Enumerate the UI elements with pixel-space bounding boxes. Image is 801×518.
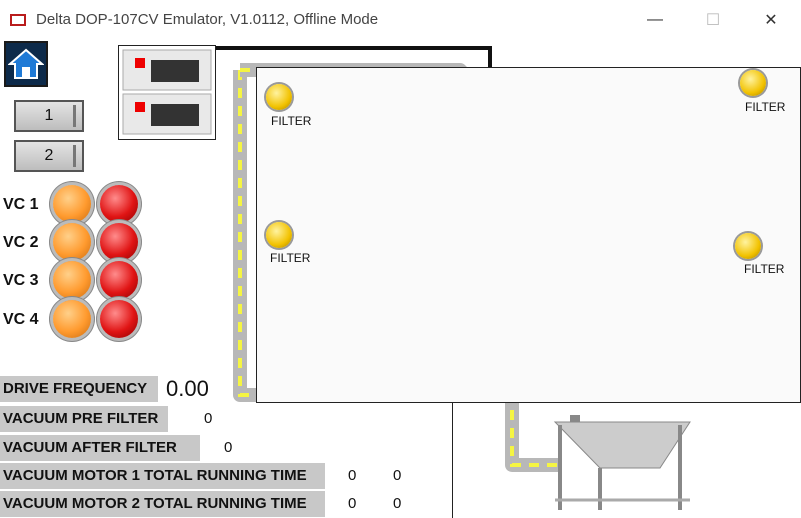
- maximize-button[interactable]: ☐: [705, 12, 721, 29]
- vc4-label: VC 4: [3, 311, 39, 328]
- screen-1-button[interactable]: 1: [14, 100, 84, 132]
- motor1-running-time-value-b: 0: [393, 467, 402, 484]
- close-button[interactable]: ✕: [764, 12, 778, 29]
- motor2-running-time-value-b: 0: [393, 495, 402, 512]
- button-bar: [73, 145, 76, 167]
- motor1-running-time-value-a: 0: [348, 467, 357, 484]
- vc3-start-button[interactable]: [53, 261, 91, 299]
- motor2-running-time-value-a: 0: [348, 495, 357, 512]
- motor2-running-time-label: VACUUM MOTOR 2 TOTAL RUNNING TIME: [0, 491, 325, 517]
- window-title: Delta DOP-107CV Emulator, V1.0112, Offli…: [36, 11, 379, 28]
- vacuum-pre-filter-value: 0: [204, 410, 213, 427]
- vacuum-after-filter-label: VACUUM AFTER FILTER: [0, 435, 200, 461]
- vc4-stop-button[interactable]: [100, 300, 138, 338]
- vacuum-motor-icon: [122, 49, 212, 135]
- filter-lamp-top-right: [740, 70, 766, 96]
- vc2-stop-button[interactable]: [100, 223, 138, 261]
- filter-label-mid-left: FILTER: [270, 251, 311, 265]
- vc1-stop-button[interactable]: [100, 185, 138, 223]
- filter-label-mid-right: FILTER: [744, 262, 785, 276]
- minimize-button[interactable]: —: [647, 11, 663, 28]
- filter-lamp-mid-right: [735, 233, 761, 259]
- filter-lamp-top-left: [266, 84, 292, 110]
- process-panel: [256, 67, 801, 403]
- vacuum-pre-filter-label: VACUUM PRE FILTER: [0, 406, 168, 432]
- title-bar: Delta DOP-107CV Emulator, V1.0112, Offli…: [0, 0, 801, 40]
- home-icon: [8, 48, 44, 79]
- filter-lamp-mid-left: [266, 222, 292, 248]
- hmi-canvas: 1 2 VC 1 VC 2 VC 3 VC 4 FILTER FILTER FI…: [0, 40, 801, 518]
- app-icon: [10, 14, 26, 26]
- bin-panel: [452, 403, 801, 518]
- button-bar: [73, 105, 76, 127]
- drive-frequency-value: 0.00: [166, 376, 209, 401]
- screen-2-label: 2: [44, 147, 54, 164]
- vc1-label: VC 1: [3, 196, 39, 213]
- home-button[interactable]: [4, 41, 48, 87]
- vc2-start-button[interactable]: [53, 223, 91, 261]
- bottom-bin: [553, 415, 691, 510]
- drive-frequency-label: DRIVE FREQUENCY: [0, 376, 158, 402]
- vc3-stop-button[interactable]: [100, 261, 138, 299]
- filter-label-top-left: FILTER: [271, 114, 312, 128]
- filter-label-top-right: FILTER: [745, 100, 786, 114]
- vc3-label: VC 3: [3, 272, 39, 289]
- screen-1-label: 1: [44, 107, 54, 124]
- vc2-label: VC 2: [3, 234, 39, 251]
- screen-2-button[interactable]: 2: [14, 140, 84, 172]
- vc1-start-button[interactable]: [53, 185, 91, 223]
- vacuum-after-filter-value: 0: [224, 439, 233, 456]
- vc4-start-button[interactable]: [53, 300, 91, 338]
- vacuum-motor-box[interactable]: [118, 45, 216, 140]
- motor1-running-time-label: VACUUM MOTOR 1 TOTAL RUNNING TIME: [0, 463, 325, 489]
